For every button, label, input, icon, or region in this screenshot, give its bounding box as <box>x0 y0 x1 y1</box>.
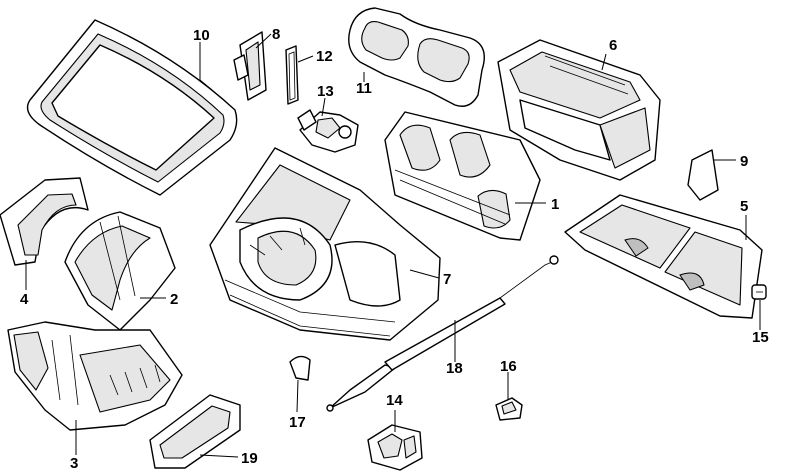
callout-17: 17 <box>289 414 306 431</box>
part-2-scroll-housing[interactable] <box>64 211 176 331</box>
callout-18: 18 <box>446 360 463 377</box>
callout-3: 3 <box>70 455 78 472</box>
callout-7: 7 <box>443 271 451 288</box>
callout-12: 12 <box>316 48 333 65</box>
part-19-duct[interactable] <box>149 394 241 469</box>
callout-19: 19 <box>241 450 258 467</box>
callout-10: 10 <box>193 27 210 44</box>
part-4-shroud[interactable] <box>0 177 89 266</box>
part-10-gasket-frame[interactable] <box>26 19 238 196</box>
callout-11: 11 <box>356 80 372 97</box>
part-16-clamp[interactable] <box>495 397 523 421</box>
part-18-cable-rod[interactable] <box>326 255 559 412</box>
callout-13: 13 <box>317 83 334 100</box>
callout-5: 5 <box>740 198 748 215</box>
part-14-double-clip[interactable] <box>367 424 423 471</box>
part-13-bracket[interactable] <box>297 109 359 153</box>
part-8-flap[interactable] <box>233 31 267 101</box>
part-3-lower-case[interactable] <box>7 321 183 431</box>
part-7-blower-housing[interactable] <box>209 147 441 341</box>
callout-2: 2 <box>170 291 178 308</box>
part-1-vent-panel[interactable] <box>384 111 541 241</box>
callout-labels: 10 8 12 11 13 6 1 9 5 7 4 2 3 19 18 17 1… <box>20 26 769 472</box>
callout-1: 1 <box>551 196 559 213</box>
callout-14: 14 <box>386 392 403 409</box>
callout-8: 8 <box>272 26 280 43</box>
callout-16: 16 <box>500 358 517 375</box>
callout-15: 15 <box>752 329 769 346</box>
callout-4: 4 <box>20 291 29 308</box>
callout-6: 6 <box>609 37 617 54</box>
part-11-double-seal[interactable] <box>348 7 485 107</box>
callout-9: 9 <box>740 153 748 170</box>
part-15-screw[interactable] <box>751 284 767 300</box>
leader-lines <box>25 33 761 458</box>
part-17-clip[interactable] <box>289 355 311 381</box>
part-5-cover-tray[interactable] <box>564 194 763 319</box>
part-6-upper-housing[interactable] <box>497 39 661 181</box>
part-12-seal-strip[interactable] <box>285 45 299 105</box>
part-9-plate[interactable] <box>687 149 719 201</box>
